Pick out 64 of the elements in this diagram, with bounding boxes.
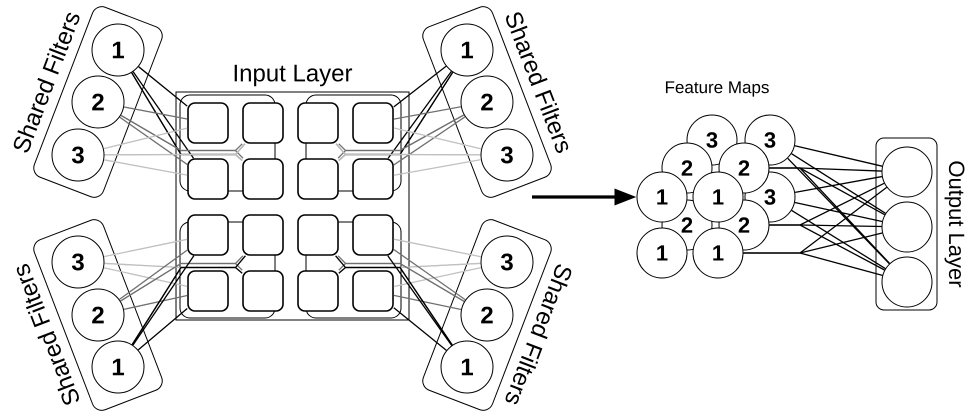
input-cell (352, 270, 394, 312)
connection-line (124, 106, 188, 120)
input-cell (242, 214, 284, 256)
connection-line (791, 153, 886, 214)
connection-line (124, 294, 188, 310)
connection-line (138, 66, 188, 107)
connection-line (119, 116, 188, 165)
output-neuron (882, 146, 932, 198)
connection-line (104, 159, 188, 176)
connection-line (794, 145, 882, 167)
connection-line (394, 266, 482, 288)
connection-line (104, 238, 188, 258)
connection-line (787, 158, 890, 264)
connection-line (770, 224, 885, 271)
input-cell (187, 102, 229, 144)
connection-line (394, 294, 462, 310)
input-cell (297, 270, 339, 312)
node-label: Output Layer (944, 161, 964, 288)
connection-line (119, 250, 188, 300)
connection-line (104, 267, 188, 287)
connection-line (393, 116, 466, 166)
connection-line (338, 154, 480, 161)
connection-line (132, 71, 194, 159)
input-cell (242, 270, 284, 312)
input-cell (242, 102, 284, 144)
output-neuron (882, 256, 932, 308)
input-layer-box: Input Layer (176, 64, 410, 320)
node-label: Input Layer (234, 64, 352, 86)
connection-line (791, 210, 886, 270)
connection-line (394, 238, 482, 258)
section-heading: Feature Maps (666, 81, 769, 97)
connection-line (338, 114, 464, 159)
connection-line (394, 106, 462, 120)
input-cell (187, 158, 229, 200)
connection-line (393, 66, 446, 108)
connection-line (770, 167, 890, 264)
output-layer-box: Output Layer (876, 138, 964, 310)
connection-line (104, 154, 243, 161)
connection-line (387, 255, 452, 346)
connection-line (794, 202, 882, 222)
connection-line (104, 127, 188, 150)
connection-line (794, 176, 882, 194)
input-cell (352, 102, 394, 144)
connection-line (120, 262, 243, 302)
input-cell (297, 214, 339, 256)
connection-line (338, 262, 465, 302)
connection-line (393, 307, 447, 351)
connection-line (138, 308, 188, 350)
input-cell (352, 158, 394, 200)
input-cell (297, 102, 339, 144)
connection-line (393, 249, 466, 300)
input-cell (187, 270, 229, 312)
connection-line (744, 252, 883, 276)
connection-line (394, 159, 482, 176)
connection-line (132, 266, 243, 345)
connection-line (120, 114, 244, 159)
input-cell (352, 214, 394, 256)
input-cell (187, 214, 229, 256)
input-cell (297, 158, 339, 200)
input-cell (242, 158, 284, 200)
connection-line (394, 127, 482, 150)
output-neuron (882, 202, 932, 252)
connection-line (388, 71, 452, 159)
connection-line (132, 255, 194, 346)
